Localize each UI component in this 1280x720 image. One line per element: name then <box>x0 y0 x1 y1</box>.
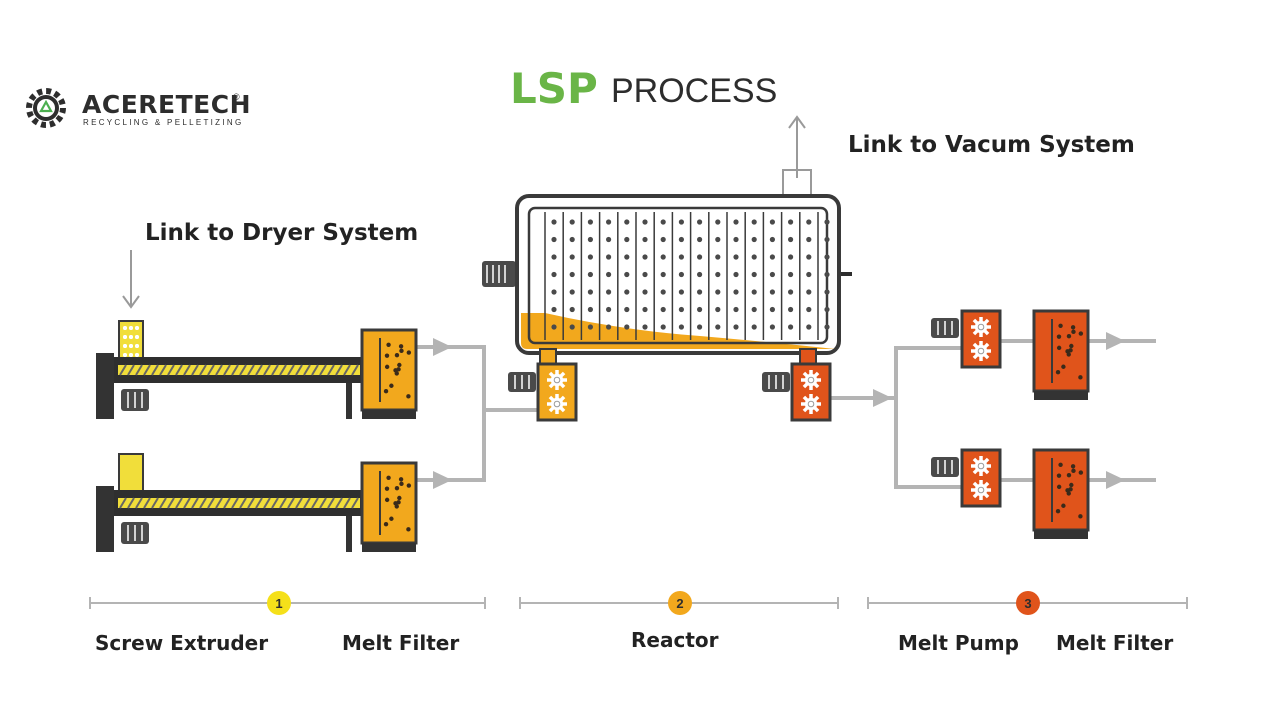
vacuum-arrow <box>782 115 812 196</box>
reactor <box>482 194 852 366</box>
logo-brand-text: ACERETECH <box>82 90 251 119</box>
vacuum-label: Link to Vacum System <box>848 132 1135 158</box>
stage-1-marker: 1 <box>267 591 291 615</box>
melt-filter-icon <box>1032 309 1090 400</box>
gear-icon <box>971 480 991 500</box>
melt-pump <box>508 362 578 422</box>
stage-3-number: 3 <box>1024 596 1031 611</box>
gear-icon <box>801 370 821 390</box>
gear-pumps <box>508 309 1002 508</box>
gear-icon <box>971 341 991 361</box>
screw-extruders <box>96 320 418 552</box>
melt-filter-icon <box>360 461 418 552</box>
gear-icon <box>971 317 991 337</box>
stage-1-label-screw-extruder: Screw Extruder <box>95 631 268 655</box>
logo-tagline: RECYCLING & PELLETIZING <box>83 118 243 127</box>
stage-1-number: 1 <box>275 596 282 611</box>
gear-icon <box>801 394 821 414</box>
reactor-discs <box>544 212 830 340</box>
motor-icon <box>121 389 149 411</box>
gear-icon <box>971 456 991 476</box>
logo: ACERETECH ® RECYCLING & PELLETIZING <box>26 88 251 128</box>
hopper-icon <box>118 326 144 497</box>
gear-icon <box>547 370 567 390</box>
stage-3-label-melt-pump: Melt Pump <box>898 631 1019 655</box>
title-accent: LSP <box>510 64 598 113</box>
page-title: LSP PROCESS <box>510 64 777 113</box>
screw-extruder <box>96 320 418 419</box>
stage-3-marker: 3 <box>1016 591 1040 615</box>
stage-1-label-melt-filter: Melt Filter <box>342 631 459 655</box>
screw-extruder <box>96 326 418 552</box>
dryer-arrow <box>122 250 140 309</box>
stage-2-marker: 2 <box>668 591 692 615</box>
dryer-label: Link to Dryer System <box>145 220 418 246</box>
gear-icon <box>547 394 567 414</box>
stage-2-label-reactor: Reactor <box>631 628 719 652</box>
stage-3-label-melt-filter: Melt Filter <box>1056 631 1173 655</box>
motor-icon <box>762 372 790 392</box>
melt-filter-icon <box>360 328 418 419</box>
melt-pump <box>762 362 832 422</box>
stage-timeline: 1 2 3 Screw Extruder Melt Filter Reactor… <box>89 591 1188 655</box>
logo-registered-mark: ® <box>233 92 240 102</box>
final-melt-filters <box>1032 309 1090 539</box>
title-main: PROCESS <box>611 72 777 110</box>
reactor-motor-icon <box>482 261 522 287</box>
recycling-gear-icon <box>26 88 66 128</box>
flow-arrowheads <box>433 332 1125 489</box>
melt-pump <box>931 309 1002 369</box>
motor-icon <box>931 457 959 477</box>
melt-pump <box>931 448 1002 508</box>
motor-icon <box>508 372 536 392</box>
motor-icon <box>121 522 149 544</box>
stage-2-number: 2 <box>676 596 683 611</box>
motor-icon <box>931 318 959 338</box>
melt-filter-icon <box>1032 448 1090 539</box>
